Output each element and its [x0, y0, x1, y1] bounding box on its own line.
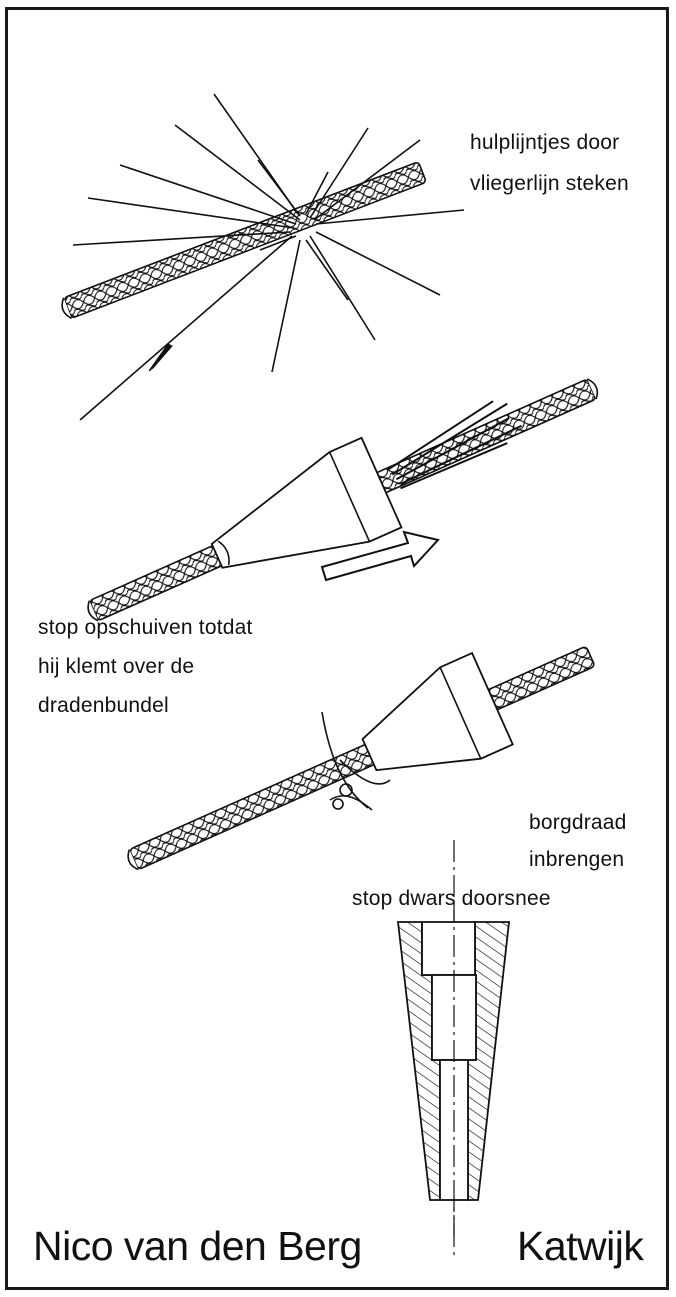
cross-section-title: stop dwars doorsnee: [352, 888, 551, 909]
stop-body-2: [349, 653, 513, 799]
step1-label-line1: hulplijntjes door: [470, 132, 619, 153]
step3-label-line1: borgdraad: [529, 812, 627, 833]
step2-illustration: [69, 342, 616, 657]
step1-illustration: [59, 94, 464, 420]
step1-label-line2: vliegerlijn steken: [470, 173, 629, 194]
helper-threads: [73, 94, 464, 420]
kite-line-1: [64, 162, 427, 319]
step2-label-line1: stop opschuiven totdat: [38, 617, 253, 638]
step2-label-line3: dradenbundel: [38, 695, 169, 716]
author-name: Nico van den Berg: [33, 1226, 362, 1267]
stop-body: [197, 438, 401, 601]
step3-label-line2: inbrengen: [529, 849, 624, 870]
step2-label-line2: hij klemt over de: [38, 656, 194, 677]
place-name: Katwijk: [517, 1226, 643, 1267]
